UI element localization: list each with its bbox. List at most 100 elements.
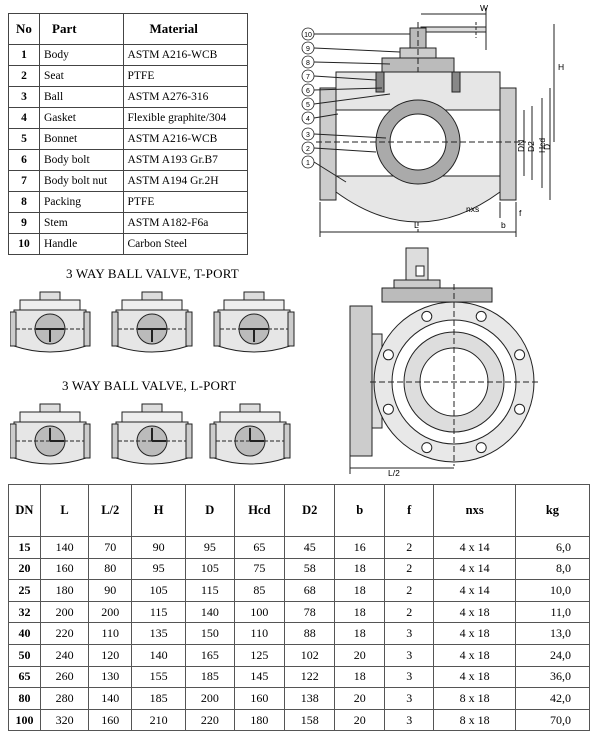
- dimension-cell: 78: [284, 600, 336, 624]
- dimension-header-h: H: [131, 484, 187, 537]
- dimension-cell: 155: [131, 665, 187, 689]
- parts-cell-no: 8: [8, 191, 40, 213]
- dimension-cell: 68: [284, 579, 336, 602]
- dimension-cell: 125: [233, 643, 286, 667]
- dimension-cell: 4 x 14: [433, 536, 516, 559]
- dimension-header-l-2: L/2: [88, 484, 133, 537]
- dimension-cell: 4 x 18: [433, 643, 516, 667]
- dimension-cell: 13,0: [514, 622, 591, 645]
- dimension-cell: 105: [131, 579, 187, 602]
- svg-text:8: 8: [306, 60, 310, 67]
- bolt-hole: [514, 349, 526, 361]
- label-d2: D2: [526, 141, 536, 152]
- parts-cell-no: 5: [8, 128, 40, 150]
- bolt-hole: [421, 310, 433, 322]
- dimension-cell: 18: [334, 557, 386, 581]
- dimension-cell: 145: [233, 665, 286, 689]
- dimension-cell: 70: [88, 536, 133, 559]
- parts-cell-material: ASTM A193 Gr.B7: [122, 149, 249, 171]
- parts-cell-part: Body bolt nut: [39, 170, 124, 192]
- bolt-hole: [475, 310, 487, 322]
- dimension-cell: 70,0: [514, 708, 591, 731]
- dimension-cell: 185: [185, 665, 235, 689]
- parts-cell-material: Flexible graphite/304: [122, 107, 249, 129]
- dimension-cell: 160: [39, 557, 90, 581]
- dimension-cell: 200: [39, 600, 90, 624]
- dimension-cell: 3: [384, 665, 435, 689]
- dimension-cell: 3: [384, 708, 435, 731]
- dimension-cell: 6,0: [514, 536, 591, 559]
- callout-6: 6: [301, 83, 315, 97]
- dimension-cell: 320: [39, 708, 90, 731]
- dimension-cell: 140: [39, 536, 90, 559]
- callout-8: 8: [301, 55, 315, 69]
- parts-cell-material: ASTM A276-316: [122, 86, 249, 108]
- dimension-cell: 138: [284, 687, 336, 710]
- dimension-cell: 220: [39, 622, 90, 645]
- dimension-cell: 105: [185, 557, 235, 581]
- dimension-cell: 40: [8, 622, 41, 645]
- svg-text:2: 2: [306, 146, 310, 153]
- dimension-cell: 32: [8, 600, 41, 624]
- dimension-cell: 4 x 14: [433, 557, 516, 581]
- dimension-header-hcd: Hcd: [233, 484, 286, 537]
- dimension-cell: 4 x 14: [433, 579, 516, 602]
- port-sketch: [111, 291, 193, 353]
- dimension-cell: 130: [88, 665, 133, 689]
- label-l-half: L/2: [388, 468, 400, 478]
- dimension-cell: 20: [334, 708, 386, 731]
- parts-cell-part: Stem: [39, 212, 124, 234]
- bolt-hole: [382, 403, 394, 415]
- label-l: L: [414, 220, 419, 230]
- parts-cell-no: 2: [8, 65, 40, 87]
- dimension-cell: 140: [131, 643, 187, 667]
- dimension-cell: 158: [284, 708, 336, 731]
- dimension-cell: 11,0: [514, 600, 591, 624]
- dimension-cell: 160: [233, 687, 286, 710]
- dimension-cell: 65: [8, 665, 41, 689]
- dimension-cell: 3: [384, 643, 435, 667]
- dimension-cell: 25: [8, 579, 41, 602]
- dimension-cell: 150: [185, 622, 235, 645]
- label-b: b: [501, 220, 506, 230]
- dimension-cell: 165: [185, 643, 235, 667]
- callout-4: 4: [301, 111, 315, 125]
- parts-cell-material: ASTM A182-F6a: [122, 212, 249, 234]
- callout-10: 10: [301, 27, 315, 41]
- parts-cell-no: 1: [8, 44, 40, 66]
- dimension-cell: 18: [334, 665, 386, 689]
- dimension-cell: 16: [334, 536, 386, 559]
- dimension-cell: 102: [284, 643, 336, 667]
- port-sketch: [10, 403, 91, 465]
- parts-cell-part: Body: [39, 44, 124, 66]
- dimension-cell: 8 x 18: [433, 687, 516, 710]
- callout-7: 7: [301, 69, 315, 83]
- parts-header-part: Part: [39, 13, 124, 45]
- parts-cell-material: PTFE: [122, 191, 249, 213]
- dimension-cell: 58: [284, 557, 336, 581]
- dimension-cell: 110: [233, 622, 286, 645]
- parts-cell-material: Carbon Steel: [122, 233, 249, 255]
- svg-text:10: 10: [304, 32, 312, 39]
- bolt-hole: [421, 442, 433, 454]
- dimension-cell: 3: [384, 622, 435, 645]
- dimension-cell: 200: [88, 600, 133, 624]
- port-sketch: [209, 403, 291, 465]
- dimension-cell: 120: [88, 643, 133, 667]
- dimension-cell: 20: [8, 557, 41, 581]
- dimension-cell: 200: [185, 687, 235, 710]
